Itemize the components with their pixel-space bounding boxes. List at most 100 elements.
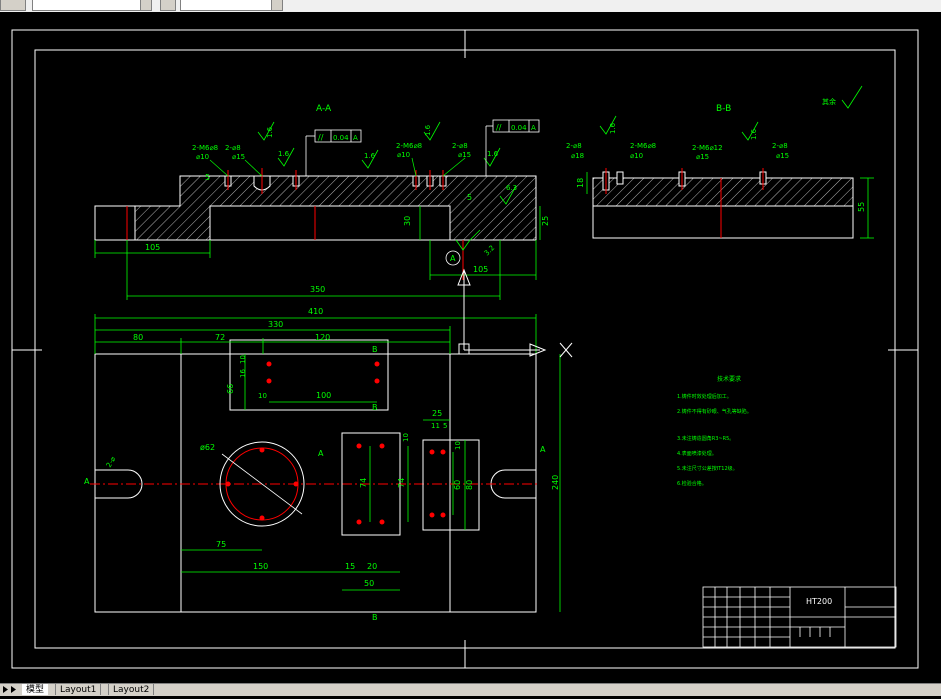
section-bb-view: B-B 55 18 2-⌀8 ⌀18 2-M6⌀8 ⌀10 2-M6⌀12 ⌀1… bbox=[566, 85, 874, 239]
dim-20: 20 bbox=[367, 562, 377, 571]
dim-11: 11 bbox=[431, 422, 440, 430]
notes-title: 技术要求 bbox=[717, 375, 741, 383]
callout-depth-15b: ⌀15 bbox=[458, 151, 471, 159]
dim-25-right: 25 bbox=[541, 216, 550, 226]
layer-icon[interactable] bbox=[0, 0, 26, 11]
dim-74a: 74 bbox=[359, 478, 368, 488]
dim-5c: 5 bbox=[205, 173, 210, 182]
callout-slot: 2-⌀ bbox=[105, 455, 118, 469]
chevron-down-icon[interactable] bbox=[140, 0, 152, 11]
notes-line-4: 4.表面喷漆处理。 bbox=[677, 450, 717, 457]
ucs-icon bbox=[457, 268, 573, 358]
dim-60: 60 bbox=[453, 480, 462, 490]
dim-5: 5 bbox=[467, 193, 472, 202]
tab-model[interactable]: 模型 bbox=[22, 684, 49, 695]
section-aa-label: A-A bbox=[316, 104, 332, 114]
callout-depth-15a: ⌀15 bbox=[232, 153, 245, 161]
section-mark-b-bot2: B bbox=[372, 613, 378, 622]
dim-10a: 10 bbox=[239, 355, 247, 364]
callout-depth-10a: ⌀10 bbox=[196, 153, 209, 161]
dim-100: 100 bbox=[316, 391, 331, 400]
tol1-symbol: // bbox=[318, 133, 324, 142]
dim-105-left: 105 bbox=[145, 243, 160, 252]
inner-frame bbox=[34, 49, 896, 649]
dim-5-plan: 5 bbox=[443, 422, 447, 430]
callout-depth-18: ⌀18 bbox=[571, 152, 584, 160]
tab-nav-arrows[interactable] bbox=[0, 684, 22, 695]
material-label: HT200 bbox=[806, 597, 832, 606]
dim-16: 16 bbox=[239, 369, 247, 378]
tab-layout1[interactable]: Layout1 bbox=[55, 684, 102, 695]
notes-line-2: 2.铸件不得有砂眼、气孔等缺陷。 bbox=[677, 408, 752, 415]
dim-80v: 80 bbox=[465, 480, 474, 490]
section-mark-a-left: A bbox=[84, 477, 90, 486]
callout-m6-1: 2-M6⌀8 bbox=[192, 144, 218, 152]
tol2-symbol: // bbox=[496, 123, 502, 132]
dim-75: 75 bbox=[216, 540, 226, 549]
technical-notes: 技术要求 1.铸件时效处理后加工。 2.铸件不得有砂眼、气孔等缺陷。 3.未注铸… bbox=[677, 375, 752, 487]
callout-m6-3: 2-M6⌀8 bbox=[396, 142, 422, 150]
section-bb-label: B-B bbox=[716, 104, 731, 114]
roughness-8: 1.6 bbox=[609, 122, 617, 134]
outer-frame bbox=[11, 29, 919, 669]
dim-410: 410 bbox=[308, 307, 323, 316]
datum-circle bbox=[445, 250, 461, 266]
section-mark-a-mid: A bbox=[318, 449, 324, 458]
dim-55: 55 bbox=[857, 202, 866, 212]
callout-m6-8: 2-⌀8 bbox=[772, 142, 788, 150]
dim-10b: 10 bbox=[258, 392, 267, 400]
callout-depth-10b: ⌀10 bbox=[397, 151, 410, 159]
roughness-4: 1.6 bbox=[424, 124, 432, 136]
tol1-ref: A bbox=[353, 134, 358, 142]
dim-120: 120 bbox=[315, 333, 330, 342]
dim-74b: 74 bbox=[397, 478, 406, 488]
dim-50: 50 bbox=[364, 579, 374, 588]
roughness-7: 3.2 bbox=[483, 244, 497, 258]
callout-m6-6: 2-M6⌀8 bbox=[630, 142, 656, 150]
callout-m6-7: 2-M6⌀12 bbox=[692, 144, 723, 152]
lineweight-dropdown[interactable] bbox=[180, 0, 282, 11]
section-mark-b-top: B bbox=[372, 345, 378, 354]
notes-line-6: 6.检验合格。 bbox=[677, 480, 707, 487]
plan-view: 410 330 80 72 120 66 16 10 10 100 ø62 75… bbox=[84, 307, 561, 622]
lineweight-icon[interactable] bbox=[160, 0, 176, 11]
tol2-ref: A bbox=[531, 124, 536, 132]
dim-80: 80 bbox=[133, 333, 143, 342]
roughness-2: 1.6 bbox=[278, 150, 290, 158]
tab-layout2[interactable]: Layout2 bbox=[108, 684, 155, 695]
dim-18: 18 bbox=[576, 178, 585, 188]
tol2-value: 0.04 bbox=[511, 124, 527, 132]
roughness-1: 1.6 bbox=[266, 126, 274, 138]
title-block bbox=[702, 586, 897, 648]
linetype-dropdown[interactable] bbox=[32, 0, 152, 11]
callout-m6-4: 2-⌀8 bbox=[452, 142, 468, 150]
dim-350: 350 bbox=[310, 285, 325, 294]
dim-62: ø62 bbox=[200, 443, 215, 452]
notes-line-3: 3.未注铸造圆角R3~R5。 bbox=[677, 435, 734, 442]
chevron-down-icon[interactable] bbox=[271, 0, 283, 11]
dim-330: 330 bbox=[268, 320, 283, 329]
dim-15: 15 bbox=[345, 562, 355, 571]
centering-marks bbox=[12, 30, 918, 668]
callout-depth-15d: ⌀15 bbox=[776, 152, 789, 160]
roughness-6: 6.3 bbox=[506, 184, 517, 192]
dim-105-right: 105 bbox=[473, 265, 488, 274]
callout-depth-10c: ⌀10 bbox=[630, 152, 643, 160]
dim-10d: 10 bbox=[454, 441, 462, 450]
callout-m6-5: 2-⌀8 bbox=[566, 142, 582, 150]
drawing-canvas[interactable]: A-A bbox=[0, 12, 941, 683]
dim-72: 72 bbox=[215, 333, 225, 342]
callout-depth-15c: ⌀15 bbox=[696, 153, 709, 161]
dim-66: 66 bbox=[226, 384, 235, 394]
section-mark-b-bottom: B bbox=[372, 403, 378, 412]
dim-30: 30 bbox=[403, 216, 412, 226]
dim-240: 240 bbox=[551, 475, 560, 490]
datum-label: A bbox=[450, 254, 456, 263]
roughness-3: 1.6 bbox=[364, 152, 376, 160]
roughness-5: 1.6 bbox=[487, 150, 499, 158]
roughness-rest: 其余 bbox=[822, 97, 836, 106]
notes-line-5: 5.未注尺寸公差按IT12级。 bbox=[677, 465, 738, 472]
dim-150: 150 bbox=[253, 562, 268, 571]
notes-line-1: 1.铸件时效处理后加工。 bbox=[677, 393, 732, 400]
layout-tabbar: 模型 Layout1 Layout2 bbox=[0, 683, 941, 696]
